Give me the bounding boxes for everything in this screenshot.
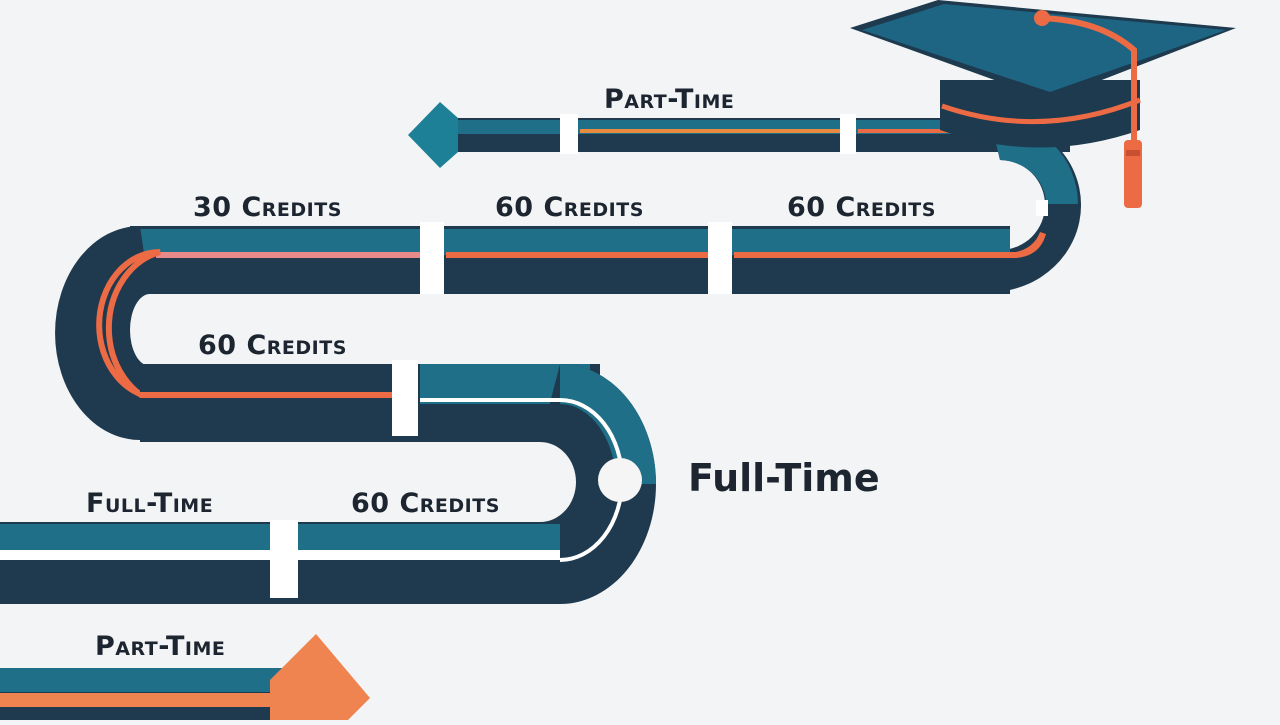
- path-node: [598, 458, 642, 502]
- label-full-time-bottom: Full-Time: [86, 488, 214, 519]
- label-60-credits-d: 60 Credits: [351, 488, 500, 519]
- label-full-time-side: Full-Time: [688, 456, 880, 500]
- bottom-part-time-track: [0, 668, 300, 720]
- graduation-cap-icon: [850, 0, 1236, 208]
- label-60-credits-c: 60 Credits: [198, 330, 347, 361]
- label-60-credits-a: 60 Credits: [495, 192, 644, 223]
- label-part-time-bottom: Part-Time: [95, 631, 226, 662]
- left-arrow-head: [408, 102, 458, 168]
- label-60-credits-b: 60 Credits: [787, 192, 936, 223]
- bottom-track: [0, 520, 560, 604]
- label-part-time-top: Part-Time: [604, 84, 735, 115]
- label-30-credits: 30 Credits: [193, 192, 342, 223]
- right-arrow-head: [270, 634, 370, 720]
- third-track: [140, 360, 600, 442]
- second-track: [130, 222, 1046, 294]
